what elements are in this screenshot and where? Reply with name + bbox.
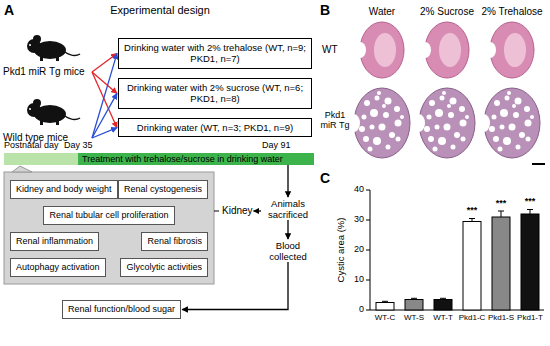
arrow (92, 93, 117, 138)
tick-label: 20 (340, 244, 364, 255)
mouse-icon (27, 35, 80, 61)
row-label: WT (322, 44, 338, 56)
outcome-box: Autophagy activation (10, 258, 106, 277)
outcome-box: Kidney and body weight (10, 180, 118, 199)
mouse-icon (27, 99, 80, 125)
significance-mark: *** (515, 196, 545, 207)
step-label: Kidney (222, 205, 253, 217)
node-text: Renal tubular cell proliferation (49, 210, 168, 221)
step-label: Blood collected (262, 240, 314, 262)
node-text: Kidney and body weight (16, 184, 112, 195)
process-box: Drinking water (WT, n=3; PKD1, n=9) (118, 118, 312, 137)
column-header: 2% Sucrose (417, 6, 477, 18)
panel-letter: C (320, 170, 330, 187)
column-header: 2% Trehalose (480, 6, 544, 18)
panel-pointer (12, 166, 32, 172)
timeline-label: Postnatal day (4, 140, 59, 151)
significance-mark: *** (457, 205, 487, 216)
outcome-box: Renal fibrosis (141, 232, 208, 251)
category-label: Pkd1-C (456, 313, 488, 323)
node-text: Blood collected (262, 240, 314, 262)
outcome-box: Glycolytic activities (120, 258, 208, 277)
node-text: Renal fibrosis (147, 236, 202, 247)
category-label: WT-T (427, 313, 459, 323)
node-text: Renal inflammation (16, 236, 93, 247)
arrow (92, 128, 117, 138)
node-text: Treatment with trehalose/sucrose in drin… (82, 153, 310, 165)
significance-mark: *** (486, 198, 516, 209)
node-text: Autophagy activation (16, 262, 100, 273)
timeline-bar (4, 153, 78, 165)
arrow (287, 165, 288, 197)
tick-label: 0 (340, 304, 364, 315)
group-label: Pkd1 miR Tg mice (3, 66, 91, 78)
kidney-section (354, 22, 404, 78)
arrow (92, 72, 117, 93)
outcome-panel (4, 172, 214, 284)
node-text: Drinking water with 2% sucrose (WT, n=6;… (123, 82, 307, 105)
category-label: WT-S (398, 313, 430, 323)
kidney-section (484, 22, 534, 78)
panel-letter: B (320, 2, 330, 19)
kidney-section (419, 22, 469, 78)
category-label: WT-C (369, 313, 401, 323)
node-text: Animals sacrificed (262, 198, 314, 220)
timeline-label: Day 35 (64, 140, 93, 151)
scale-bar (532, 163, 545, 165)
bracket-line (214, 211, 219, 212)
process-box: Drinking water with 2% trehalose (WT, n=… (118, 38, 312, 69)
node-text: Renal cystogenesis (124, 184, 202, 195)
outcome-box: Renal inflammation (10, 232, 99, 251)
outcome-box: Renal function/blood sugar (62, 300, 181, 319)
category-label: Pkd1-S (485, 313, 517, 323)
tick-label: 10 (340, 274, 364, 285)
step-label: Animals sacrificed (262, 198, 314, 220)
outcome-box: Renal tubular cell proliferation (43, 206, 174, 225)
row-label: Pkd1 miR Tg (318, 110, 352, 131)
panel-letter: A (4, 2, 14, 19)
node-text: Pkd1 miR Tg mice (3, 66, 91, 78)
outcome-box: Renal cystogenesis (118, 180, 208, 199)
node-text: Drinking water (WT, n=3; PKD1, n=9) (123, 122, 307, 133)
kidney-section (348, 88, 410, 158)
tick-label: 30 (340, 214, 364, 225)
process-box: Drinking water with 2% sucrose (WT, n=6;… (118, 78, 312, 109)
node-text: Renal function/blood sugar (68, 304, 175, 315)
arrow (254, 210, 261, 211)
arrow (92, 53, 117, 138)
arrow (92, 53, 117, 72)
kidney-section (413, 88, 475, 158)
timeline-bar: Treatment with trehalose/sucrose in drin… (78, 153, 314, 165)
timeline-label: Day 91 (262, 140, 291, 151)
node-text: Glycolytic activities (126, 262, 202, 273)
column-header: Water (352, 6, 412, 18)
axis-title: Cystic area (%) (335, 205, 347, 295)
kidney-section (478, 88, 540, 158)
node-text: Drinking water with 2% trehalose (WT, n=… (123, 42, 307, 65)
node-text: Kidney (222, 205, 253, 217)
arrow (287, 220, 288, 239)
bar-chart (366, 190, 544, 310)
category-label: Pkd1-T (514, 313, 546, 323)
panel-heading: Experimental design (60, 4, 260, 17)
tick-label: 40 (340, 184, 364, 195)
